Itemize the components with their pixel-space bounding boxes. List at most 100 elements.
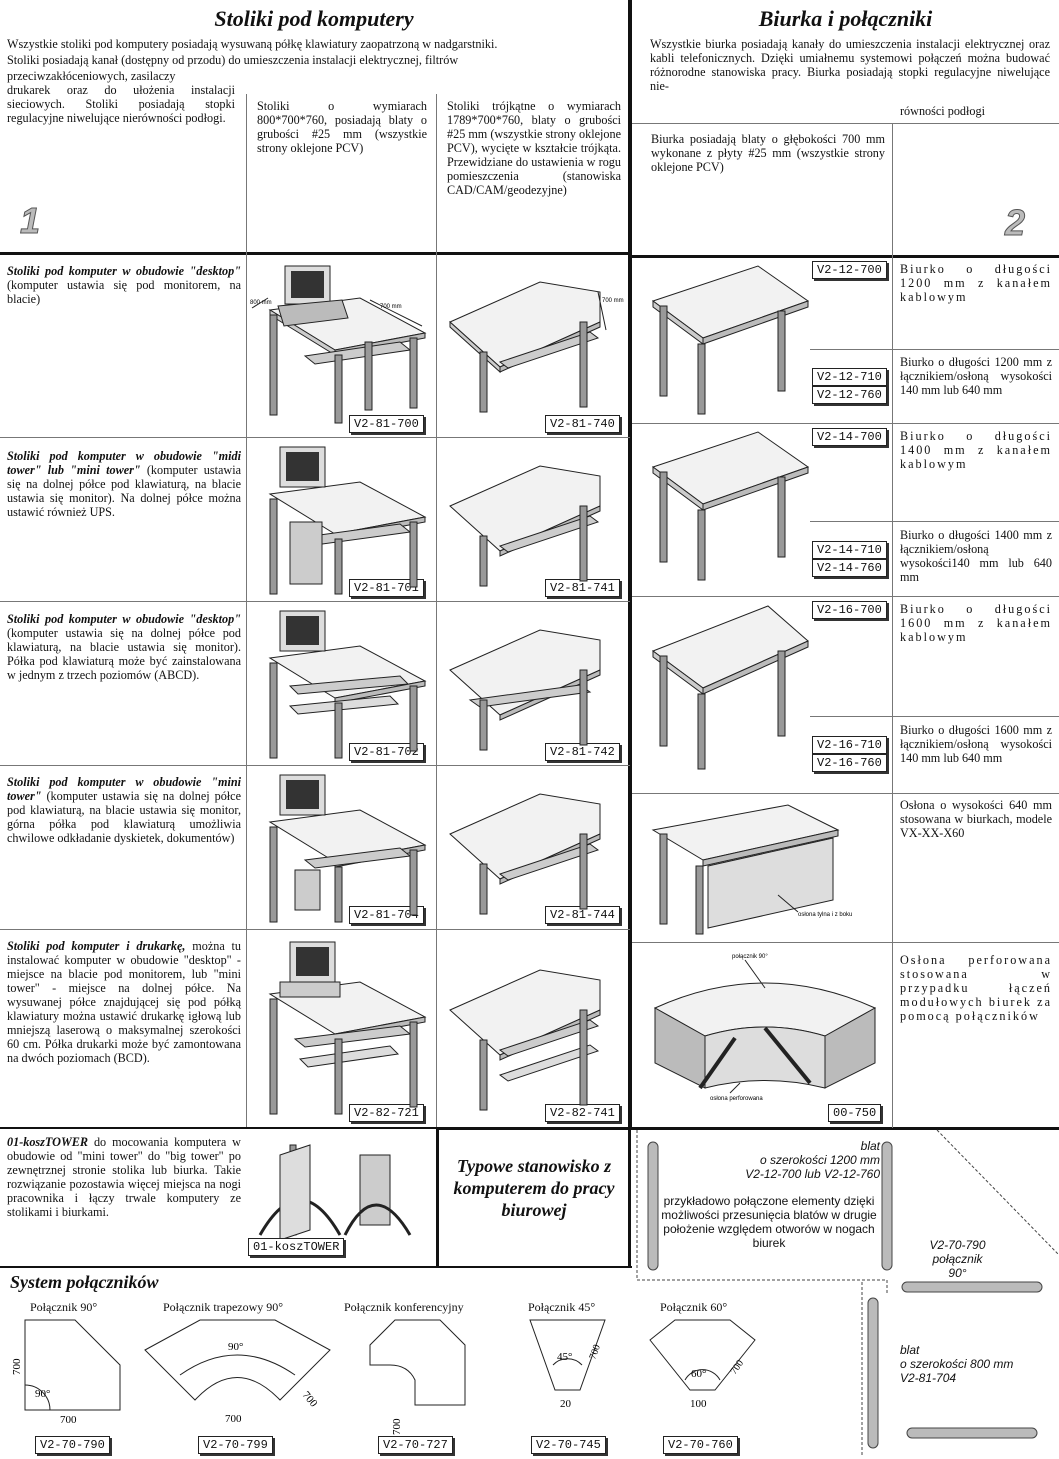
product-code: V2-81-744 — [545, 906, 620, 924]
left-header-divider — [0, 252, 630, 255]
left-col2-text: Stoliki o wymiarach 800*700*760, posiada… — [257, 99, 427, 155]
left-intro-rest: drukarek oraz do ułożenia instalacji sie… — [7, 83, 235, 125]
product-code: 00-750 — [828, 1104, 882, 1122]
desk-illustration — [651, 265, 810, 415]
product-code: V2-14-700 — [812, 428, 887, 446]
svg-text:100: 100 — [690, 1398, 707, 1410]
computer-table-illustration — [268, 446, 427, 595]
svg-text:700: 700 — [300, 1389, 320, 1410]
product-code: V2-70-790 — [35, 1436, 110, 1454]
svg-text:20: 20 — [560, 1398, 572, 1410]
product-code: V2-14-710 — [812, 541, 887, 559]
kosz-tower-illustration — [258, 1144, 412, 1241]
connector-45-shape: 45° 700 20 — [529, 1319, 606, 1410]
connector-name: Połącznik trapezowy 90° — [163, 1300, 284, 1314]
left-col-line — [246, 94, 247, 1128]
product-code: V2-81-700 — [349, 415, 424, 433]
desk-desc: Biurko o długości 1400 mm z łącznikiem/o… — [900, 528, 1052, 584]
perforated-label: osłona perforowana — [710, 1096, 763, 1102]
left-col-line-2 — [436, 94, 437, 1128]
product-code: 01-koszTOWER — [248, 1238, 345, 1256]
computer-printer-table-illustration — [268, 941, 427, 1115]
product-code: V2-81-742 — [545, 743, 620, 761]
svg-text:700: 700 — [728, 1358, 746, 1377]
svg-text:700: 700 — [587, 1343, 602, 1361]
product-code: V2-81-701 — [349, 579, 424, 597]
svg-text:90°: 90° — [35, 1388, 50, 1400]
connector-name: Połącznik 60° — [660, 1300, 728, 1314]
triangle-table-illustration — [449, 465, 601, 587]
desk-desc: Biurko o długości 1400 mm z kanałem kabl… — [900, 429, 1052, 471]
desk-desc: Biurko o długości 1600 mm z kanałem kabl… — [900, 602, 1052, 644]
right-intro-end: równości podłogi — [900, 104, 985, 118]
svg-text:60°: 60° — [691, 1368, 706, 1380]
desk-illustration — [651, 605, 809, 770]
svg-text:45°: 45° — [557, 1351, 572, 1363]
desk-desc: Biurko o długości 1200 mm z kanałem kabl… — [900, 262, 1052, 304]
panel-label: osłona tylna i z boku — [798, 912, 852, 918]
product-code: V2-70-727 — [378, 1436, 453, 1454]
svg-text:700: 700 — [391, 1418, 403, 1435]
svg-text:700: 700 — [225, 1413, 242, 1425]
table-row-desc: Stoliki pod komputer w obudowie "desktop… — [7, 612, 241, 682]
workstation-note: przykładowo połączone elementy dzięki mo… — [661, 1194, 877, 1250]
triangle-table-illustration — [449, 629, 601, 751]
product-code: V2-81-704 — [349, 906, 424, 924]
connector-name: Połącznik 90° — [30, 1300, 98, 1314]
section-number-1: 1 — [19, 200, 41, 242]
left-intro-line1: Wszystkie stoliki pod komputery posiadaj… — [7, 37, 498, 51]
product-code: V2-70-745 — [531, 1436, 606, 1454]
left-intro-line2: Stoliki posiadają kanał (dostępny od prz… — [7, 53, 459, 67]
connector-60-shape: 60° 700 100 — [649, 1319, 756, 1410]
workstation-plan-drawing — [636, 1129, 1059, 1456]
oslona-desc: Osłona o wysokości 640 mm stosowana w bi… — [900, 798, 1052, 840]
product-code: V2-16-710 — [812, 736, 887, 754]
dim-label: 700 mm — [602, 298, 624, 304]
product-code: V2-81-741 — [545, 579, 620, 597]
product-code: V2-82-721 — [349, 1104, 424, 1122]
right-col-line — [892, 124, 893, 1128]
desk-with-panel-illustration: osłona tylna i z boku — [651, 804, 852, 935]
connector-label: połącznik 90° — [732, 954, 768, 960]
system-title: System połączników — [10, 1272, 159, 1292]
section-number-2: 2 — [1004, 202, 1026, 244]
perforated-connector-illustration: połącznik 90° osłona perforowana — [653, 954, 877, 1102]
product-code: V2-70-799 — [198, 1436, 273, 1454]
computer-table-illustration — [268, 610, 427, 759]
table-row-desc: Stoliki pod komputer i drukarkę, można t… — [7, 939, 241, 1065]
right-header-divider — [630, 255, 1059, 258]
table-row-desc: Stoliki pod komputer w obudowie "desktop… — [7, 264, 241, 306]
right-title: Biurka i połączniki — [758, 6, 933, 31]
desk-illustration — [651, 431, 810, 581]
product-code: V2-81-740 — [545, 415, 620, 433]
computer-table-illustration — [268, 774, 427, 923]
connector-trapezoid-shape: 90° 700 700 — [144, 1319, 331, 1425]
svg-text:90°: 90° — [228, 1341, 243, 1353]
dim-label: 800 mm — [250, 300, 272, 306]
triangle-table-illustration — [449, 793, 601, 915]
perforowana-desc: Osłona perforowana stosowana w przypadku… — [900, 953, 1052, 1023]
product-code: V2-81-702 — [349, 743, 424, 761]
svg-text:700: 700 — [60, 1414, 77, 1426]
computer-table-illustration: 800 mm 700 mm — [250, 265, 427, 424]
product-code: V2-16-700 — [812, 601, 887, 619]
connector-conference-shape: 700 — [369, 1319, 466, 1435]
desk-desc: Biurko o długości 1600 mm z łącznikiem/o… — [900, 723, 1052, 765]
left-title: Stoliki pod komputery — [214, 6, 414, 31]
dim-label: 700 mm — [380, 304, 402, 310]
right-col1-text: Biurka posiadają blaty o głębokości 700 … — [651, 132, 885, 174]
connector-name: Połącznik konferencyjny — [344, 1300, 464, 1314]
desk-desc: Biurko o długości 1200 mm z łącznikiem/o… — [900, 355, 1052, 397]
left-col3-text: Stoliki trójkątne o wymiarach 1789*700*7… — [447, 99, 621, 197]
center-divider — [628, 0, 632, 1128]
typowe-title: Typowe stanowisko z komputerem do pracy … — [453, 1156, 615, 1220]
connector-name: Połącznik 45° — [528, 1300, 596, 1314]
triangle-table-illustration — [449, 969, 601, 1111]
product-code: V2-12-760 — [812, 386, 887, 404]
table-row-desc: Stoliki pod komputer w obudowie "midi to… — [7, 449, 242, 519]
kosz-desc: 01-koszTOWER do mocowania komputera w ob… — [7, 1135, 241, 1219]
product-code: V2-82-741 — [545, 1104, 620, 1122]
product-code: V2-14-760 — [812, 559, 887, 577]
